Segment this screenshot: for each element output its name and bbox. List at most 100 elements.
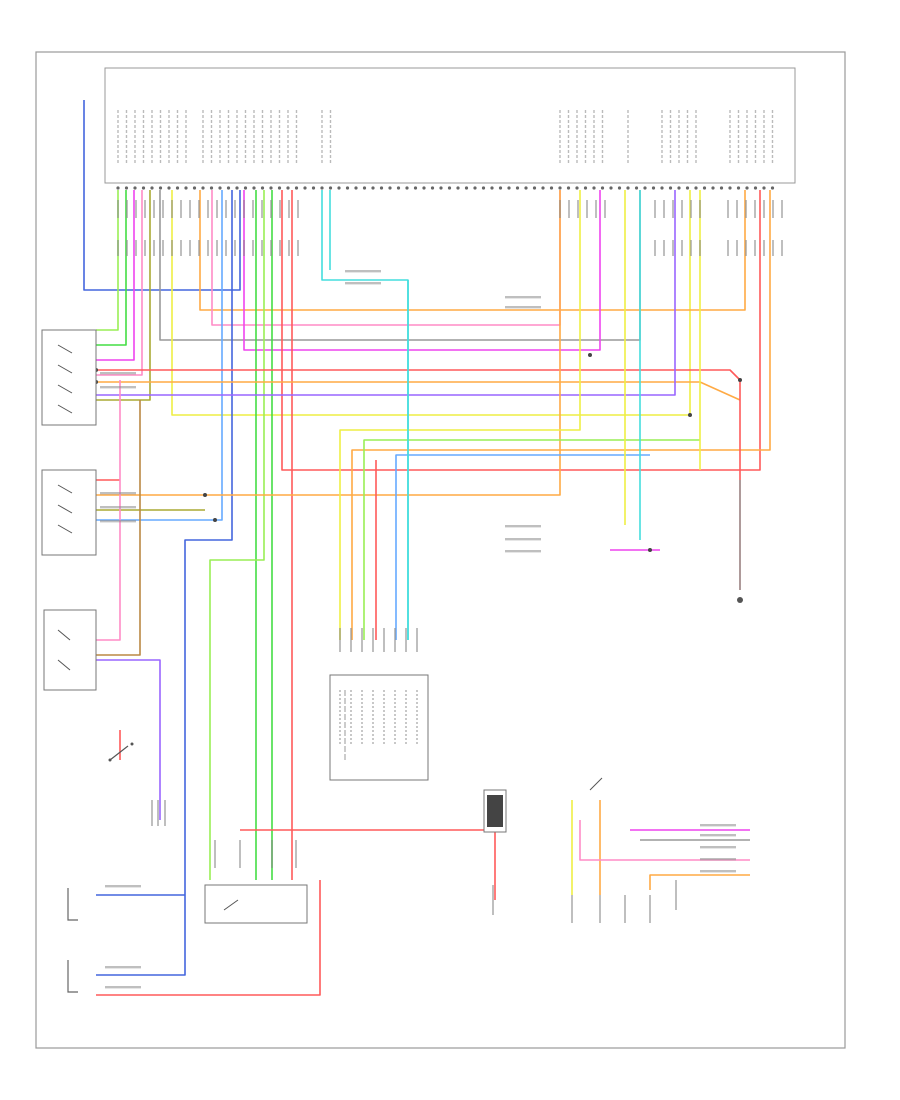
wire-label-mark	[505, 306, 541, 309]
wire-label-mark	[225, 200, 227, 218]
wire-label-mark	[151, 800, 153, 826]
wire-label-mark	[271, 840, 273, 868]
splice-dot	[688, 413, 692, 417]
wire-label-mark	[345, 270, 381, 273]
wire-label-mark	[339, 628, 341, 652]
wire-label-mark	[207, 240, 209, 256]
pcm-pin	[422, 186, 426, 190]
wire-label-mark	[781, 200, 783, 218]
wire-label-mark	[189, 200, 191, 218]
wire-label-mark	[727, 240, 729, 256]
wire-olive	[96, 190, 151, 401]
pcm-pin	[192, 186, 197, 190]
power-distribution-box	[483, 789, 507, 833]
wire-label-mark	[214, 840, 216, 868]
wire-label-mark	[105, 966, 141, 969]
pcm-pin	[566, 110, 571, 190]
pcm-pin	[218, 110, 222, 190]
pcm-pin	[532, 186, 537, 190]
pcm-connector-outline	[104, 67, 796, 184]
pcm-pin	[184, 110, 188, 190]
pcm-pin	[388, 186, 392, 190]
pcm-pin	[439, 186, 443, 190]
component-labels	[100, 200, 783, 989]
pcm-pin	[583, 110, 588, 190]
wire-label-mark	[577, 200, 579, 218]
wire-label-mark	[105, 885, 141, 888]
wire-label-mark	[624, 895, 626, 923]
wire-label-mark	[505, 296, 541, 299]
wire-label-mark	[754, 200, 756, 218]
wire-label-mark	[157, 800, 159, 826]
wire-label-mark	[100, 372, 136, 375]
pcm-pin	[277, 110, 282, 190]
wire-label-mark	[105, 986, 141, 989]
wire-label-mark	[135, 200, 137, 218]
wire-pink	[96, 380, 121, 641]
digital-tr-sensor	[41, 329, 97, 426]
wire-orange	[96, 190, 561, 496]
wire-label-mark	[654, 200, 656, 218]
wire-label-mark	[505, 550, 541, 553]
wire-label-mark	[690, 200, 692, 218]
pcm-pin	[541, 186, 545, 190]
pcm-pin	[702, 186, 707, 190]
wire-label-mark	[599, 895, 601, 923]
pcm-pin	[371, 186, 375, 190]
wire-label-mark	[699, 240, 701, 256]
pcm-pin	[719, 186, 724, 190]
wire-label-mark	[234, 240, 236, 256]
wire-label-mark	[663, 200, 665, 218]
wire-label-mark	[754, 240, 756, 256]
pcm-pin	[753, 110, 758, 190]
wire-label-mark	[295, 840, 297, 868]
pcm-pin	[243, 110, 248, 190]
wire-label-mark	[699, 200, 701, 218]
pcm-pin	[668, 110, 673, 190]
pcm-pin	[150, 110, 154, 190]
pcm-pin	[549, 186, 554, 190]
wire-label-mark	[649, 895, 651, 923]
wire-label-mark	[700, 846, 736, 849]
wire-label-mark	[162, 240, 164, 256]
wire-label-mark	[279, 240, 281, 256]
pcm-pin-row	[116, 110, 775, 190]
pcm-pin	[167, 110, 171, 190]
pcm-pin	[456, 186, 460, 190]
wire-harness	[83, 100, 771, 996]
wire-label-mark	[772, 240, 774, 256]
pcm-pin	[600, 110, 605, 190]
pcm-pin	[337, 186, 341, 190]
wire-red	[96, 880, 321, 996]
wire-label-mark	[361, 628, 363, 652]
wire-light-blue	[395, 454, 650, 640]
wire-label-mark	[372, 628, 374, 652]
pcm-pin	[396, 186, 401, 190]
wire-label-mark	[252, 240, 254, 256]
wire-red	[96, 369, 741, 381]
intake-speed-sensor	[67, 960, 78, 993]
wire-light-green	[96, 190, 119, 331]
wire-label-mark	[252, 200, 254, 218]
wire-label-mark	[763, 200, 765, 218]
wire-label-mark	[383, 628, 385, 652]
wire-orange	[351, 190, 771, 640]
wire-magenta	[96, 190, 135, 361]
pcm-pin	[609, 186, 613, 190]
wire-label-mark	[736, 200, 738, 218]
wire-label-mark	[189, 240, 191, 256]
wire-label-mark	[568, 200, 570, 218]
pcm-pin	[354, 186, 358, 190]
pcm-pin	[694, 110, 698, 190]
wire-label-mark	[350, 628, 352, 652]
wire-label-mark	[781, 240, 783, 256]
wire-light-blue	[96, 190, 223, 521]
pcm-pin	[286, 110, 290, 190]
pcm-pin	[328, 110, 333, 190]
wire-label-mark	[297, 200, 299, 218]
pcm-pin	[515, 186, 520, 190]
diagram-frame	[35, 51, 846, 1049]
wire-label-mark	[171, 240, 173, 256]
wire-label-mark	[763, 240, 765, 256]
pcm-pin	[558, 110, 562, 190]
